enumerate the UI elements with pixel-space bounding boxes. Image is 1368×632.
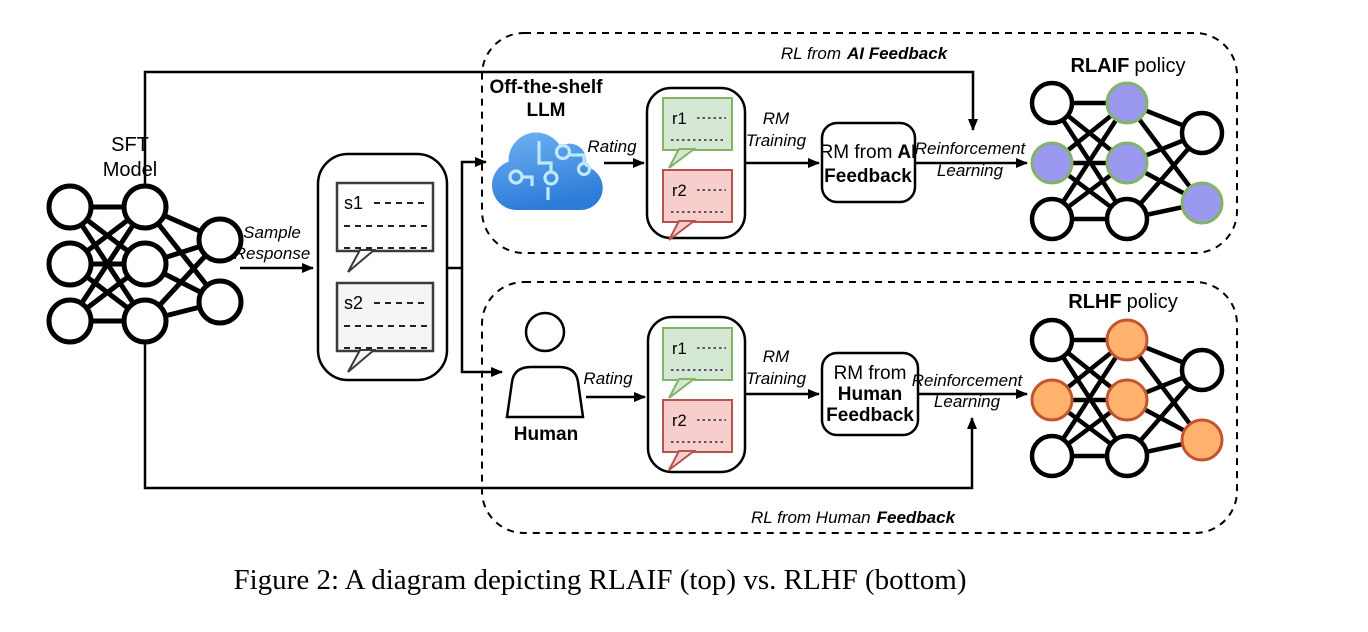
node-highlighted bbox=[1105, 378, 1149, 422]
r2-placeholder-lines bbox=[671, 419, 726, 443]
node bbox=[1029, 317, 1075, 363]
bubble-tail bbox=[668, 378, 697, 399]
figure-caption: Figure 2: A diagram depicting RLAIF (top… bbox=[233, 564, 966, 596]
node bbox=[1179, 110, 1225, 156]
node-highlighted bbox=[1180, 181, 1224, 225]
human-label: Human bbox=[514, 424, 578, 445]
rating-label-top: Rating bbox=[587, 137, 637, 156]
r1-label-bottom: r1 bbox=[672, 340, 687, 358]
r2-label-top: r2 bbox=[672, 182, 687, 200]
s1-placeholder-lines bbox=[344, 202, 429, 249]
node bbox=[1104, 196, 1150, 242]
r2-bubble-bottom: r2 bbox=[662, 399, 733, 471]
node bbox=[121, 297, 169, 345]
r1-bubble-top: r1 bbox=[662, 97, 733, 169]
node bbox=[1029, 80, 1075, 126]
node-highlighted bbox=[1105, 81, 1149, 125]
s2-label: s2 bbox=[344, 293, 363, 313]
node bbox=[1029, 433, 1075, 479]
s1-label: s1 bbox=[344, 193, 363, 213]
r2-placeholder-lines bbox=[671, 189, 726, 213]
s2-placeholder-lines bbox=[344, 302, 429, 349]
node bbox=[1029, 196, 1075, 242]
node-highlighted bbox=[1180, 418, 1224, 462]
rlaif-policy-network bbox=[1029, 80, 1225, 242]
rating-label-bottom: Rating bbox=[583, 369, 633, 388]
node-highlighted bbox=[1030, 378, 1074, 422]
r2-bubble-top: r2 bbox=[662, 169, 733, 241]
bubble-tail bbox=[668, 148, 697, 169]
samples-box: s1 s2 bbox=[316, 152, 449, 382]
r1-bubble-bottom: r1 bbox=[662, 327, 733, 399]
cloud-circuit-pattern bbox=[508, 141, 592, 200]
bubble-tail bbox=[668, 450, 697, 471]
node bbox=[196, 216, 244, 264]
r1-label-top: r1 bbox=[672, 110, 687, 128]
samples-branch-connector bbox=[447, 157, 503, 377]
node-highlighted bbox=[1105, 141, 1149, 185]
node-highlighted bbox=[1105, 318, 1149, 362]
node bbox=[1179, 347, 1225, 393]
sft-to-rlaif-connector bbox=[143, 70, 978, 186]
node bbox=[1104, 433, 1150, 479]
human-icon bbox=[505, 311, 585, 419]
node bbox=[46, 240, 94, 288]
llm-cloud-icon bbox=[492, 132, 603, 211]
node bbox=[196, 278, 244, 326]
node bbox=[46, 183, 94, 231]
bubble-tail bbox=[347, 349, 377, 373]
sample-s1-bubble: s1 bbox=[335, 181, 435, 273]
node bbox=[121, 240, 169, 288]
sft-to-rlhf-connector bbox=[143, 342, 977, 490]
rl-from-human-feedback-region bbox=[481, 281, 1238, 534]
bubble-tail bbox=[347, 249, 377, 273]
node bbox=[46, 297, 94, 345]
rlhf-network-nodes bbox=[1029, 317, 1225, 479]
rlhf-policy-network bbox=[1029, 317, 1225, 479]
node-highlighted bbox=[1030, 141, 1074, 185]
node bbox=[121, 183, 169, 231]
r2-label-bottom: r2 bbox=[672, 412, 687, 430]
r1-placeholder-lines bbox=[671, 347, 726, 371]
responses-box-bottom: r1 r2 bbox=[646, 315, 747, 474]
sample-s2-bubble: s2 bbox=[335, 281, 435, 373]
rlaif-network-nodes bbox=[1029, 80, 1225, 242]
sft-network bbox=[46, 183, 244, 345]
bubble-tail bbox=[668, 220, 697, 241]
responses-box-top: r1 r2 bbox=[645, 86, 747, 241]
rl-from-ai-feedback-region bbox=[481, 32, 1238, 254]
r1-placeholder-lines bbox=[671, 117, 726, 141]
sft-network-nodes bbox=[46, 183, 244, 345]
